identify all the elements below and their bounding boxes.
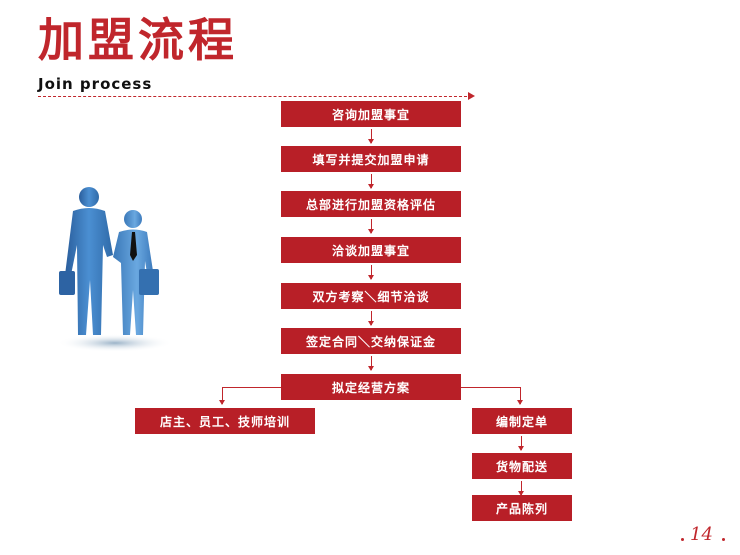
right-step-box-3: 产品陈列 [472, 495, 572, 521]
flow-arrow-icon [368, 219, 374, 234]
page-dot-icon [681, 538, 684, 541]
flow-arrow-icon [368, 174, 374, 189]
step-box-2: 填写并提交加盟申请 [281, 146, 461, 172]
page-title: 加盟流程 [38, 13, 238, 67]
title-divider [38, 96, 472, 97]
right-step-box-1: 编制定单 [472, 408, 572, 434]
branch-line-right [461, 387, 520, 388]
step-box-1: 咨询加盟事宜 [281, 101, 461, 127]
right-step-box-2: 货物配送 [472, 453, 572, 479]
divider-arrow-icon [468, 92, 475, 100]
flow-arrow-icon [368, 129, 374, 144]
flow-arrow-icon [368, 356, 374, 371]
flow-arrow-icon [518, 481, 524, 496]
page-subtitle: Join process [38, 75, 153, 93]
step-box-5: 双方考察＼细节洽谈 [281, 283, 461, 309]
step-box-7: 拟定经营方案 [281, 374, 461, 400]
flow-arrow-icon [368, 311, 374, 326]
branch-line-left [222, 387, 281, 388]
step-box-6: 签定合同＼交纳保证金 [281, 328, 461, 354]
step-box-3: 总部进行加盟资格评估 [281, 191, 461, 217]
flow-arrow-icon [219, 387, 225, 405]
flow-arrow-icon [368, 265, 374, 280]
page-dot-icon [722, 538, 725, 541]
page-number: 14 [690, 524, 713, 545]
business-handshake-figures-icon [57, 187, 173, 352]
training-box: 店主、员工、技师培训 [135, 408, 315, 434]
step-box-4: 洽谈加盟事宜 [281, 237, 461, 263]
flow-arrow-icon [517, 387, 523, 405]
flow-arrow-icon [518, 436, 524, 451]
